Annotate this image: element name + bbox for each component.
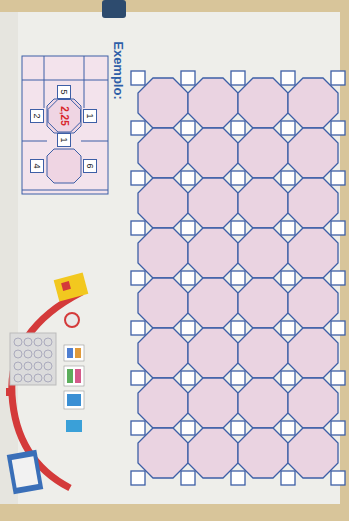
square-cell [131,471,145,485]
square-cell [281,471,295,485]
square-cell [231,471,245,485]
square-cell [331,271,345,285]
square-cell [181,471,195,485]
example-square: 1 [83,109,97,123]
square-cell [281,121,295,135]
example-heading: Exemplo: [111,41,124,100]
square-cell [181,121,195,135]
square-cell [231,421,245,435]
square-shape [31,160,44,173]
square-cell [331,421,345,435]
example-square: 6 [83,159,97,173]
square-cell [181,321,195,335]
square-cell [231,121,245,135]
square-cell [281,71,295,85]
square-cell [181,421,195,435]
square-cell [231,71,245,85]
example-grid [22,56,108,194]
square-cell [331,321,345,335]
square-cell [181,371,195,385]
square-shape [58,86,71,99]
example-square: 1 [57,133,71,147]
square-cell [131,71,145,85]
octagon-grid [131,71,345,485]
square-cell [131,371,145,385]
paper-page [0,12,340,504]
cell-number: 5 [60,89,69,94]
square-cell [281,271,295,285]
square-cell [331,121,345,135]
cell-number: 1 [86,113,95,118]
square-shape [84,110,97,123]
square-cell [331,71,345,85]
square-shape [84,160,97,173]
blue-tab [102,0,126,18]
square-cell [131,121,145,135]
example-octagon: 2,25 [47,99,81,133]
square-cell [131,421,145,435]
game-illustration [6,272,88,494]
square-cell [131,271,145,285]
square-cell [231,371,245,385]
example-square: 5 [57,85,71,99]
example-square: 4 [30,159,44,173]
example-square: 2 [30,109,44,123]
square-cell [231,321,245,335]
square-shape [31,110,44,123]
square-cell [231,171,245,185]
cell-number: 4 [33,163,42,168]
cell-number: 1 [60,137,69,142]
square-cell [281,221,295,235]
cell-number: 6 [86,163,95,168]
square-cell [331,471,345,485]
square-cell [281,371,295,385]
square-cell [281,171,295,185]
result-number: 2,25 [59,106,69,125]
square-cell [331,371,345,385]
square-cell [331,221,345,235]
octagon-shape [48,100,81,133]
square-cell [181,171,195,185]
square-cell [131,171,145,185]
square-cell [281,421,295,435]
square-cell [231,271,245,285]
square-cell [281,321,295,335]
square-cell [231,221,245,235]
square-cell [181,221,195,235]
square-cell [331,171,345,185]
square-shape [58,134,71,147]
square-cell [131,221,145,235]
square-cell [131,321,145,335]
square-cell [181,71,195,85]
square-cell [181,271,195,285]
cell-number: 2 [33,113,42,118]
